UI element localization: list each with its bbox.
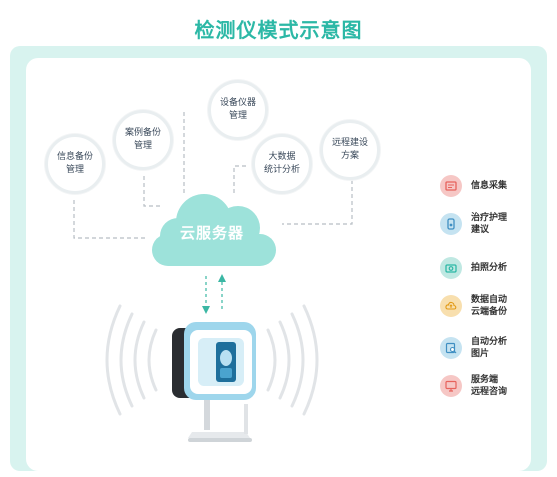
bubble-device-management: 设备仪器 管理	[208, 80, 268, 140]
feature-label: 服务端	[471, 375, 499, 385]
feature-care-advice: 治疗护理 建议	[440, 212, 507, 236]
feature-photo-analysis: 拍照分析	[440, 257, 507, 279]
page-title: 检测仪模式示意图	[194, 18, 363, 42]
cloud-server-icon	[152, 194, 276, 266]
cloud-upload-icon	[440, 295, 462, 317]
camera-icon	[440, 257, 462, 279]
bubble-label: 信息备份	[56, 152, 93, 162]
image-analysis-icon	[440, 337, 462, 359]
bubble-label: 管理	[65, 165, 84, 175]
feature-label: 建议	[471, 225, 490, 235]
feature-label: 云端备份	[471, 307, 508, 317]
feature-cloud-backup: 数据自动 云端备份	[440, 294, 507, 318]
feature-remote-consult: 服务端 远程咨询	[440, 374, 507, 398]
feature-label: 自动分析	[471, 337, 508, 347]
bubble-label: 案例备份	[124, 128, 161, 138]
feature-label: 信息采集	[471, 181, 508, 191]
bubble-big-data: 大数据 统计分析	[252, 134, 312, 194]
detector-device-illustration	[105, 304, 319, 442]
bubble-case-backup: 案例备份 管理	[113, 110, 173, 170]
bubble-label: 管理	[228, 111, 247, 121]
bubble-info-backup: 信息备份 管理	[45, 134, 105, 194]
bubble-label: 统计分析	[263, 165, 300, 175]
care-advice-icon	[440, 213, 462, 235]
feature-label: 远程咨询	[471, 387, 508, 397]
feature-label: 治疗护理	[471, 213, 508, 223]
info-collect-icon	[440, 175, 462, 197]
cloud-server-label: 云服务器	[179, 224, 244, 242]
feature-info-collection: 信息采集	[440, 175, 507, 197]
feature-label: 拍照分析	[471, 263, 508, 273]
bubble-label: 方案	[340, 151, 359, 161]
feature-label: 图片	[471, 349, 490, 359]
feature-auto-analysis: 自动分析 图片	[440, 336, 507, 360]
bubble-label: 管理	[133, 141, 152, 151]
bubble-remote-plan: 远程建设 方案	[320, 120, 380, 180]
bubble-label: 大数据	[268, 152, 296, 162]
bubble-label: 设备仪器	[219, 98, 256, 108]
feature-label: 数据自动	[471, 295, 508, 305]
remote-consult-icon	[440, 375, 462, 397]
bubble-label: 远程建设	[331, 138, 368, 148]
